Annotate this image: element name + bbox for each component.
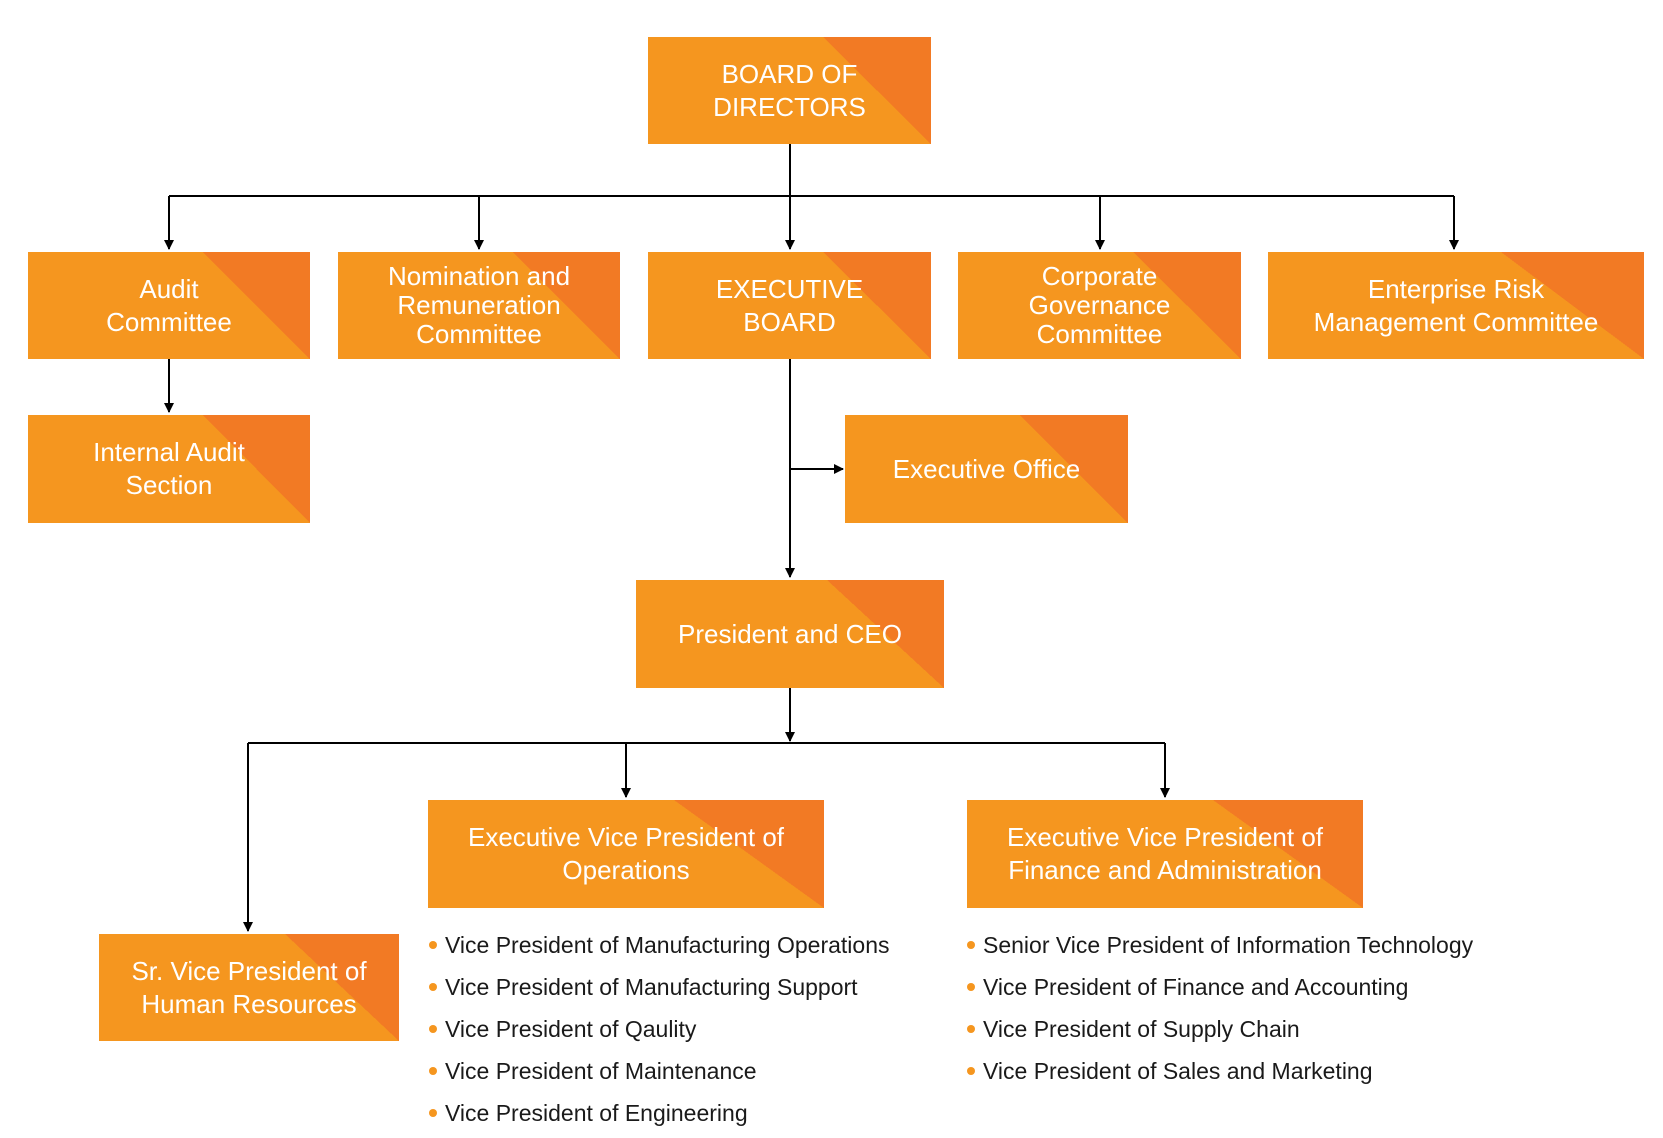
box-accent <box>823 37 931 144</box>
internal-audit-label: Internal Audit Section <box>93 437 245 500</box>
bullet-dot-icon <box>967 1025 975 1033</box>
audit-committee-label: Audit Committee <box>106 273 232 337</box>
bullet-dot-icon <box>429 941 437 949</box>
governance-committee-box: Corporate Governance Committee <box>958 252 1241 359</box>
executive-office-box: Executive Office <box>845 415 1128 523</box>
bullet-dot-icon <box>967 983 975 991</box>
finance-vp-list: Senior Vice President of Information Tec… <box>967 924 1473 1092</box>
list-item-label: Vice President of Supply Chain <box>983 1016 1300 1042</box>
box-accent <box>202 252 310 359</box>
board-of-directors-label: BOARD OF DIRECTORS <box>713 58 866 122</box>
box-accent <box>1501 252 1644 359</box>
risk-committee-box: Enterprise Risk Management Committee <box>1268 252 1644 359</box>
list-item-label: Vice President of Sales and Marketing <box>983 1058 1373 1084</box>
evp-finance-box: Executive Vice President of Finance and … <box>967 800 1363 908</box>
list-item: Vice President of Manufacturing Operatio… <box>429 924 890 966</box>
board-of-directors-box: BOARD OF DIRECTORS <box>648 37 931 144</box>
list-item-label: Vice President of Manufacturing Support <box>445 974 858 1000</box>
box-accent <box>826 580 944 688</box>
list-item-label: Senior Vice President of Information Tec… <box>983 932 1474 958</box>
list-item-label: Vice President of Finance and Accounting <box>983 974 1409 1000</box>
risk-committee-label: Enterprise Risk Management Committee <box>1313 273 1599 337</box>
operations-vp-list: Vice President of Manufacturing Operatio… <box>429 924 890 1134</box>
ceo-label: President and CEO <box>677 618 902 649</box>
internal-audit-box: Internal Audit Section <box>28 415 310 523</box>
list-item: Vice President of Maintenance <box>429 1050 890 1092</box>
bullet-dot-icon <box>967 1067 975 1075</box>
evp-operations-label: Executive Vice President of Operations <box>467 822 785 885</box>
box-accent <box>512 252 620 359</box>
list-item: Vice President of Sales and Marketing <box>967 1050 1473 1092</box>
list-item-label: Vice President of Manufacturing Operatio… <box>445 932 890 958</box>
list-item: Vice President of Supply Chain <box>967 1008 1473 1050</box>
svp-hr-label: Sr. Vice President of Human Resources <box>131 955 367 1019</box>
nomination-committee-label: Nomination and Remuneration Committee <box>387 261 571 349</box>
box-accent <box>673 800 824 908</box>
list-item: Senior Vice President of Information Tec… <box>967 924 1473 966</box>
box-accent <box>1133 252 1241 359</box>
bullet-dot-icon <box>429 983 437 991</box>
nomination-committee-box: Nomination and Remuneration Committee <box>338 252 620 359</box>
list-item-label: Vice President of Engineering <box>445 1100 748 1126</box>
box-accent <box>202 415 310 523</box>
bullet-dot-icon <box>429 1025 437 1033</box>
box-accent <box>823 252 931 359</box>
evp-finance-label: Executive Vice President of Finance and … <box>1006 822 1324 885</box>
evp-operations-box: Executive Vice President of Operations <box>428 800 824 908</box>
list-item: Vice President of Finance and Accounting <box>967 966 1473 1008</box>
list-item: Vice President of Qaulity <box>429 1008 890 1050</box>
list-item: Vice President of Manufacturing Support <box>429 966 890 1008</box>
governance-committee-label: Corporate Governance Committee <box>1028 261 1171 349</box>
box-accent <box>1020 415 1128 523</box>
bullet-dot-icon <box>429 1067 437 1075</box>
list-item-label: Vice President of Qaulity <box>445 1016 697 1042</box>
executive-board-label: EXECUTIVE BOARD <box>715 273 864 337</box>
list-item-label: Vice President of Maintenance <box>445 1058 757 1084</box>
ceo-box: President and CEO <box>636 580 944 688</box>
box-accent <box>285 934 399 1041</box>
executive-office-label: Executive Office <box>892 453 1081 484</box>
bullet-dot-icon <box>967 941 975 949</box>
audit-committee-box: Audit Committee <box>28 252 310 359</box>
list-item: Vice President of Engineering <box>429 1092 890 1134</box>
box-accent <box>1212 800 1363 908</box>
executive-board-box: EXECUTIVE BOARD <box>648 252 931 359</box>
svp-hr-box: Sr. Vice President of Human Resources <box>99 934 399 1041</box>
bullet-dot-icon <box>429 1109 437 1117</box>
